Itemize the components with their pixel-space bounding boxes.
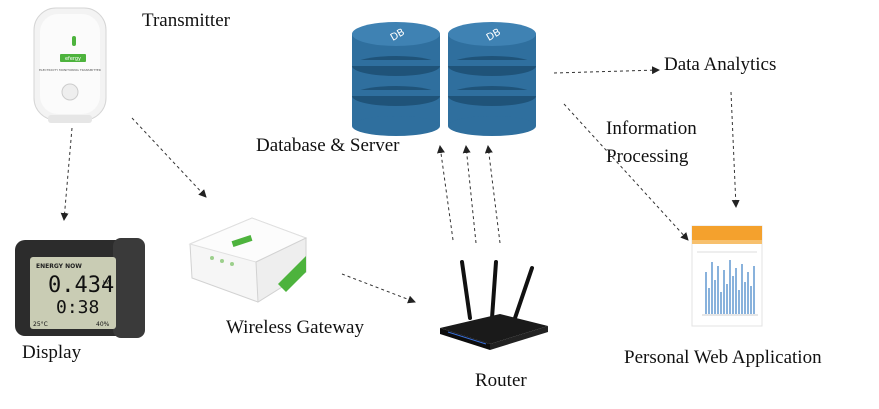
database-cylinder-right: DB (448, 22, 536, 136)
information-processing-label: Information Processing (606, 118, 697, 167)
arrow-router-to-db-2 (462, 145, 477, 244)
data-analytics-label: Data Analytics (664, 54, 777, 75)
database-server-label: Database & Server (256, 135, 400, 156)
web-app-chart (705, 260, 755, 314)
arrow-gateway-to-router (341, 273, 416, 304)
display-secondary-value: 0:38 (56, 297, 99, 318)
display-unit: kW (103, 280, 111, 286)
arrow-analytics-to-webapp (730, 91, 740, 208)
transmitter-brand: efergy (65, 56, 81, 62)
arrow-router-to-db-3 (484, 145, 501, 244)
database-cylinder-left: DB (352, 22, 440, 136)
display-humidity: 40% (96, 321, 110, 328)
transmitter-label: Transmitter (142, 10, 230, 31)
arrow-router-to-db-1 (436, 145, 454, 241)
arrow-transmitter-to-gateway (131, 117, 207, 198)
display-header: ENERGY NOW (36, 263, 82, 270)
display-label: Display (22, 342, 82, 363)
wireless-gateway-label: Wireless Gateway (226, 317, 364, 338)
router-label: Router (475, 370, 527, 391)
arrow-db-to-webapp (563, 103, 689, 241)
display-temp: 25°C (33, 321, 48, 328)
transmitter-caption: ELECTRICITY MONITORING TRANSMITTER (39, 68, 101, 72)
display-main-value: 0.434 (48, 273, 114, 298)
personal-web-application-label: Personal Web Application (624, 347, 822, 368)
